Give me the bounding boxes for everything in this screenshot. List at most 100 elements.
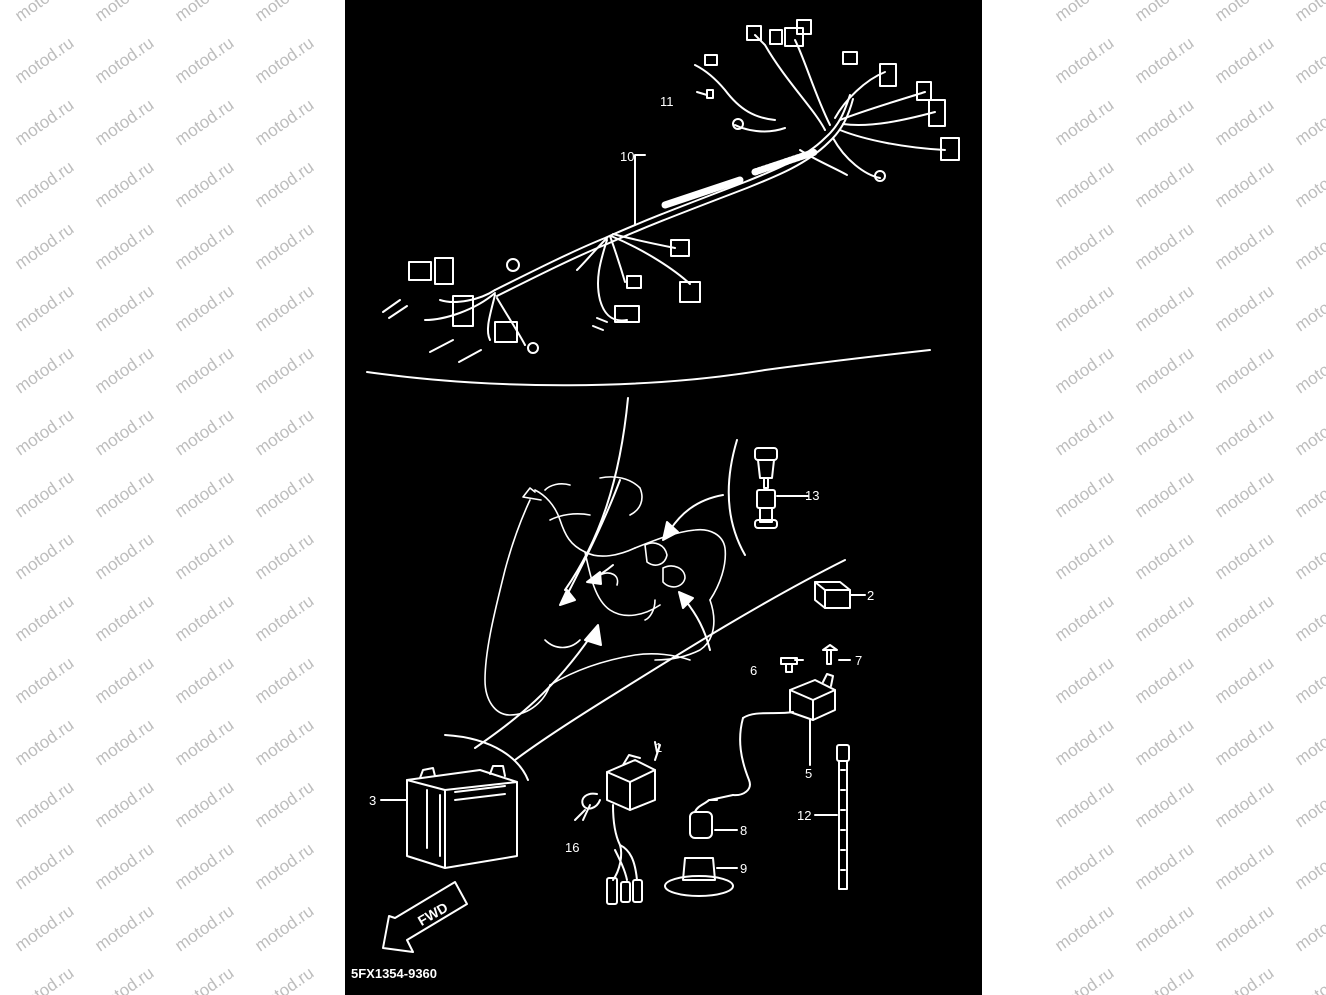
watermark-text: motod.ru [251, 33, 317, 87]
watermark-text: motod.ru [1131, 777, 1197, 831]
screws-parts-6-7 [780, 644, 851, 673]
watermark-text: motod.ru [91, 715, 157, 769]
callout-6: 6 [750, 663, 757, 678]
watermark-text: motod.ru [1051, 777, 1117, 831]
watermark-text: motod.ru [171, 963, 237, 995]
watermark-text: motod.ru [1051, 529, 1117, 583]
watermark-text: motod.ru [171, 839, 237, 893]
watermark-text: motod.ru [1291, 901, 1326, 955]
watermark-text: motod.ru [11, 529, 77, 583]
watermark-text: motod.ru [1211, 219, 1277, 273]
watermark-text: motod.ru [1211, 405, 1277, 459]
watermark-text: motod.ru [1051, 157, 1117, 211]
watermark-text: motod.ru [91, 33, 157, 87]
exploded-parts-diagram: 10 11 13 2 6 7 5 1 8 9 12 3 16 FWD 5FX13… [351, 19, 960, 981]
watermark-text: motod.ru [11, 963, 77, 995]
diagram-panel: 10 11 13 2 6 7 5 1 8 9 12 3 16 FWD 5FX13… [345, 0, 982, 995]
watermark-text: motod.ru [251, 591, 317, 645]
separator-arc-left [564, 397, 629, 591]
watermark-text: motod.ru [1291, 219, 1326, 273]
watermark-text: motod.ru [251, 281, 317, 335]
relay-part-2 [814, 581, 866, 609]
watermark-text: motod.ru [1051, 95, 1117, 149]
watermark-text: motod.ru [1291, 529, 1326, 583]
watermark-text: motod.ru [251, 0, 317, 25]
watermark-text: motod.ru [251, 901, 317, 955]
watermark-text: motod.ru [1051, 343, 1117, 397]
watermark-text: motod.ru [1051, 591, 1117, 645]
watermark-text: motod.ru [1051, 901, 1117, 955]
watermark-text: motod.ru [251, 343, 317, 397]
battery-part-3 [380, 765, 518, 869]
watermark-text: motod.ru [1211, 715, 1277, 769]
watermark-text: motod.ru [1211, 963, 1277, 995]
watermark-text: motod.ru [1291, 0, 1326, 25]
watermark-text: motod.ru [91, 653, 157, 707]
watermark-text: motod.ru [1291, 33, 1326, 87]
watermark-text: motod.ru [171, 653, 237, 707]
cdi-unit-part-1 [581, 744, 661, 905]
watermark-text: motod.ru [1131, 95, 1197, 149]
watermark-text: motod.ru [91, 0, 157, 25]
watermark-text: motod.ru [1131, 0, 1197, 25]
watermark-text: motod.ru [1051, 715, 1117, 769]
part-code: 5FX1354-9360 [351, 966, 437, 981]
watermark-text: motod.ru [1291, 157, 1326, 211]
watermark-text: motod.ru [91, 529, 157, 583]
watermark-text: motod.ru [251, 777, 317, 831]
ignition-coil-part-5 [709, 673, 836, 801]
watermark-text: motod.ru [11, 653, 77, 707]
watermark-text: motod.ru [1291, 839, 1326, 893]
fuse-holder-part-13 [754, 447, 809, 529]
band-part-12 [814, 744, 850, 890]
watermark-text: motod.ru [11, 157, 77, 211]
watermark-text: motod.ru [11, 343, 77, 397]
watermark-text: motod.ru [171, 715, 237, 769]
watermark-text: motod.ru [1211, 343, 1277, 397]
watermark-text: motod.ru [251, 157, 317, 211]
watermark-text: motod.ru [11, 467, 77, 521]
watermark-text: motod.ru [1051, 219, 1117, 273]
watermark-text: motod.ru [1211, 653, 1277, 707]
spark-plug-cap-part-8 [689, 799, 738, 839]
separator-arc-bottom [514, 559, 846, 761]
watermark-text: motod.ru [1051, 0, 1117, 25]
watermark-text: motod.ru [171, 0, 237, 25]
watermark-text: motod.ru [1211, 33, 1277, 87]
separator-arc-top [366, 349, 931, 387]
watermark-text: motod.ru [1131, 219, 1197, 273]
watermark-text: motod.ru [171, 281, 237, 335]
callout-11: 11 [660, 94, 674, 109]
callout-12: 12 [797, 808, 811, 823]
watermark-text: motod.ru [91, 777, 157, 831]
watermark-text: motod.ru [11, 839, 77, 893]
watermark-text: motod.ru [251, 715, 317, 769]
watermark-text: motod.ru [1211, 0, 1277, 25]
watermark-text: motod.ru [91, 157, 157, 211]
watermark-text: motod.ru [91, 963, 157, 995]
watermark-text: motod.ru [251, 219, 317, 273]
watermark-text: motod.ru [1211, 777, 1277, 831]
watermark-text: motod.ru [91, 219, 157, 273]
watermark-text: motod.ru [171, 467, 237, 521]
watermark-text: motod.ru [1291, 963, 1326, 995]
watermark-text: motod.ru [251, 405, 317, 459]
watermark-text: motod.ru [1211, 157, 1277, 211]
watermark-text: motod.ru [171, 95, 237, 149]
watermark-text: motod.ru [1131, 33, 1197, 87]
watermark-text: motod.ru [91, 839, 157, 893]
watermark-text: motod.ru [1211, 839, 1277, 893]
watermark-text: motod.ru [1051, 839, 1117, 893]
watermark-text: motod.ru [11, 715, 77, 769]
watermark-text: motod.ru [171, 219, 237, 273]
assembly-arrows [474, 479, 724, 749]
callout-1: 1 [655, 740, 662, 755]
watermark-text: motod.ru [1131, 467, 1197, 521]
watermark-text: motod.ru [251, 529, 317, 583]
watermark-text: motod.ru [1131, 715, 1197, 769]
watermark-text: motod.ru [1051, 467, 1117, 521]
callout-7: 7 [855, 653, 862, 668]
watermark-text: motod.ru [1291, 467, 1326, 521]
watermark-text: motod.ru [1131, 157, 1197, 211]
watermark-text: motod.ru [1131, 653, 1197, 707]
